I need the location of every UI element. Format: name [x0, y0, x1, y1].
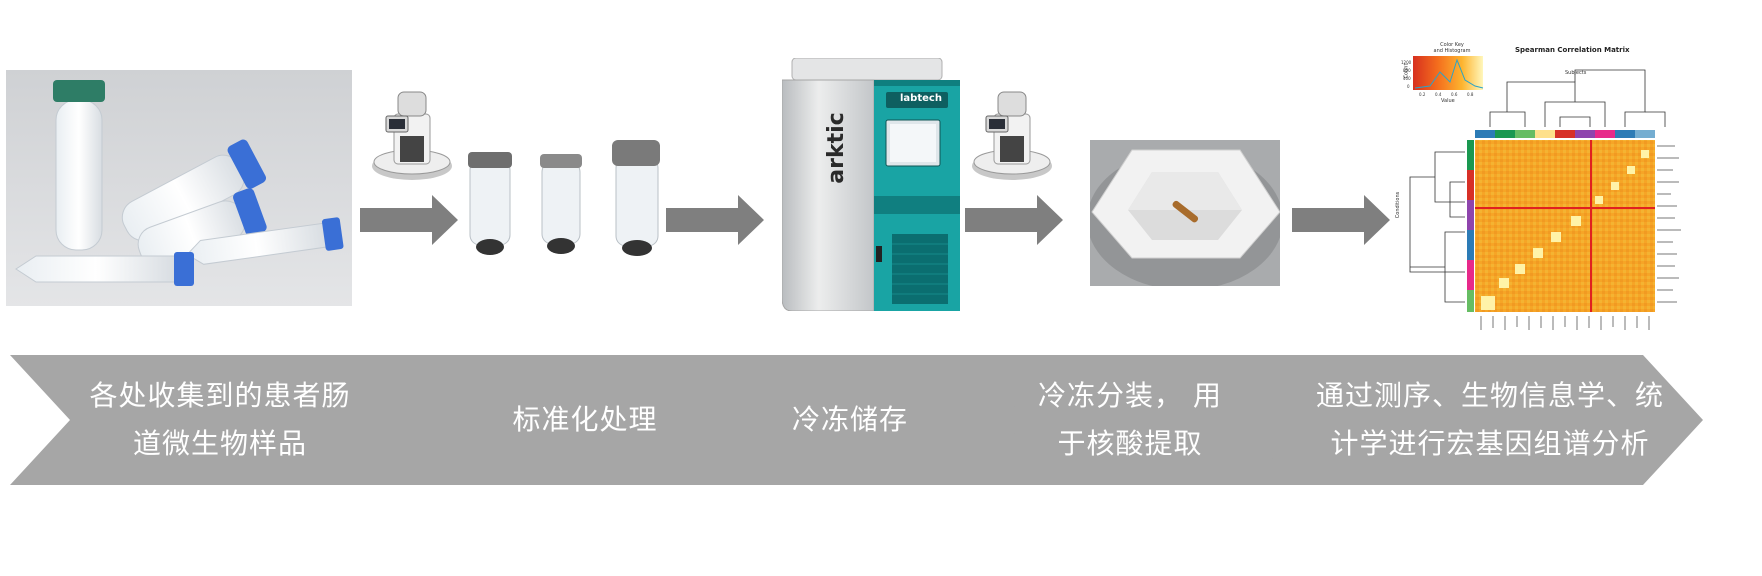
color-key-ytick-1: 400 — [1403, 76, 1411, 81]
color-key-xtick-3: 0.8 — [1467, 92, 1474, 97]
color-key-ytick-2: 800 — [1403, 68, 1411, 73]
chevron-step-1 — [10, 355, 465, 485]
arrow-2 — [666, 195, 766, 245]
step-1-label: 各处收集到的患者肠 道微生物样品 — [89, 379, 351, 460]
heatmap-col-label: Subjects — [1565, 70, 1587, 76]
color-key-ytick-0: 0 — [1407, 84, 1410, 89]
step-4-label: 冷冻分装， 用 于核酸提取 — [1038, 379, 1222, 460]
heatmap-row-label: Conditions — [1395, 191, 1402, 219]
arrow-1 — [360, 195, 460, 245]
color-key-xtick-1: 0.4 — [1435, 92, 1442, 97]
sample-tubes-photo — [6, 70, 352, 306]
color-key-ytick-3: 1200 — [1401, 60, 1412, 65]
correlation-heatmap-figure: Spearman Correlation Matrix Color Key an… — [1395, 42, 1695, 332]
heatmap-title: Spearman Correlation Matrix — [1515, 46, 1630, 54]
color-key-axis-label: Value — [1441, 98, 1455, 104]
arrow-3 — [965, 195, 1065, 245]
freezer-photo: arktic labtech — [781, 57, 962, 312]
arrow-4 — [1292, 195, 1392, 245]
color-key-title: Color Key and Histogram — [1433, 42, 1471, 54]
color-key-xtick-0: 0.2 — [1419, 92, 1426, 97]
homogenizer-device-icon — [370, 86, 455, 186]
processing-tubes-photo — [460, 140, 680, 270]
weighing-boat-photo — [1087, 140, 1283, 290]
step-3-label: 冷冻储存 — [791, 403, 908, 436]
step-2-label: 标准化处理 — [512, 403, 658, 436]
step-5-label: 通过测序、生物信息学、统 计学进行宏基因组谱分析 — [1315, 379, 1664, 460]
color-key-xtick-2: 0.6 — [1451, 92, 1458, 97]
freezer-brand-text: arktic — [823, 112, 849, 184]
chevron-step-5 — [1248, 355, 1703, 485]
homogenizer-device-icon-2 — [970, 86, 1055, 186]
freezer-logo-text: labtech — [900, 93, 942, 104]
